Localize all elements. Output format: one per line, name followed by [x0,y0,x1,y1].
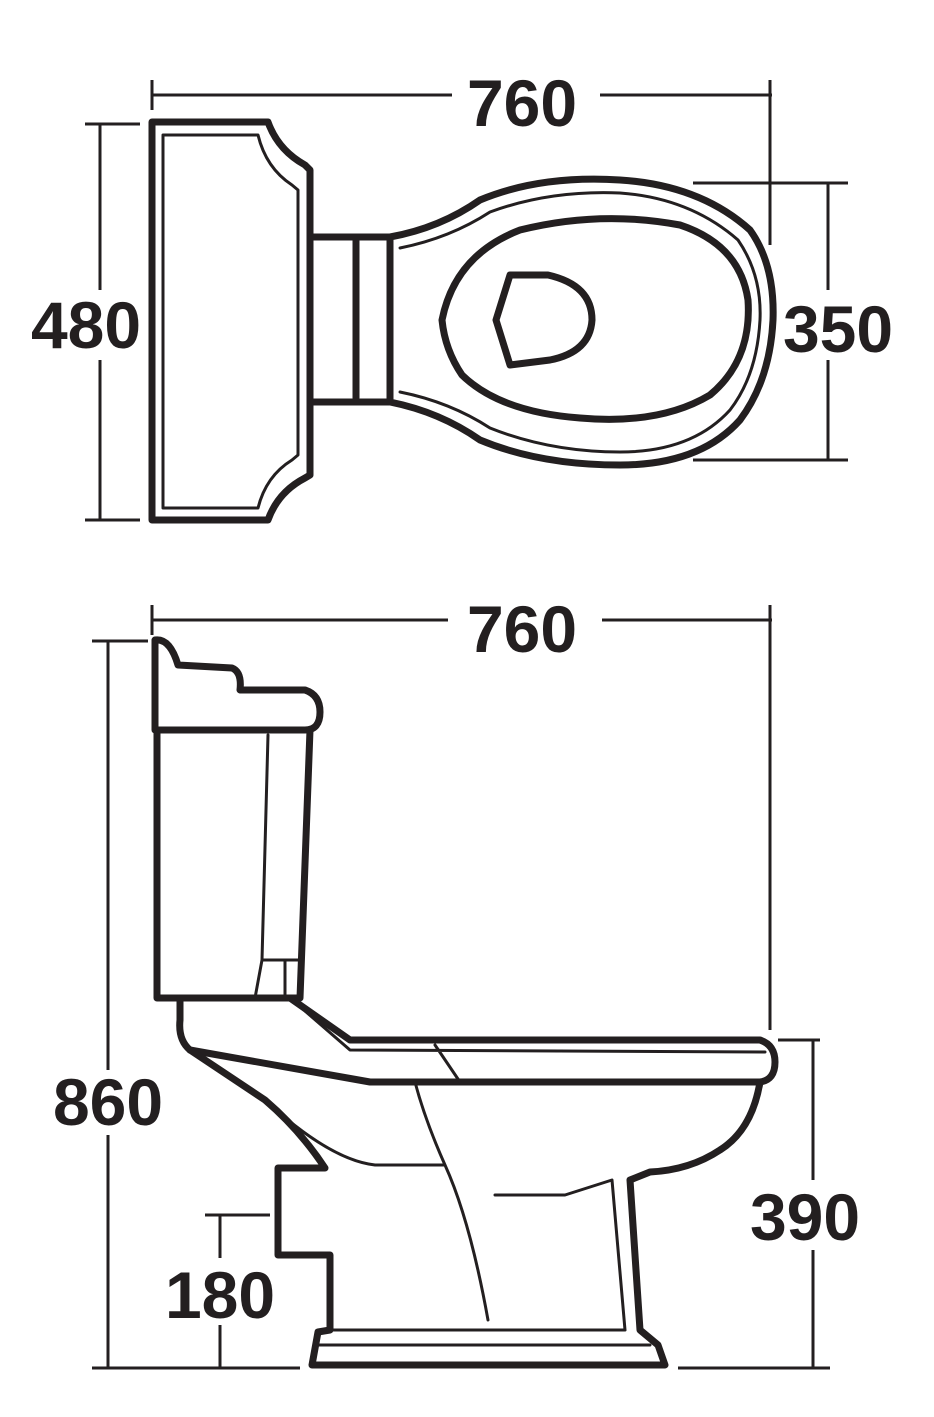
side-seat [176,994,779,1086]
top-cistern-inner [161,133,300,510]
top-bowl-outline [386,175,777,469]
side-bowl-inner [263,1080,627,1332]
top-bowl-width-label: 350 [783,292,893,366]
top-water-spot [492,271,596,369]
side-width-label: 760 [467,592,577,666]
top-bowl-opening [438,215,752,423]
side-cistern-body [153,726,314,1002]
side-cistern-lid [151,636,324,734]
top-bowl-rim [398,191,762,454]
side-bowl-front [186,1046,764,1369]
top-depth-label: 480 [31,288,141,362]
top-width-label: 760 [467,66,577,140]
side-seat-line [288,996,767,1084]
side-seat-height-label: 390 [750,1180,860,1254]
top-view: 760 480 350 [31,66,893,524]
top-neck [308,233,394,406]
top-cistern-outline [148,118,314,524]
side-outlet-height-label: 180 [165,1258,275,1332]
side-view: 760 860 390 180 [53,592,860,1370]
side-cistern-detail [253,733,302,1000]
side-height-label: 860 [53,1065,163,1139]
